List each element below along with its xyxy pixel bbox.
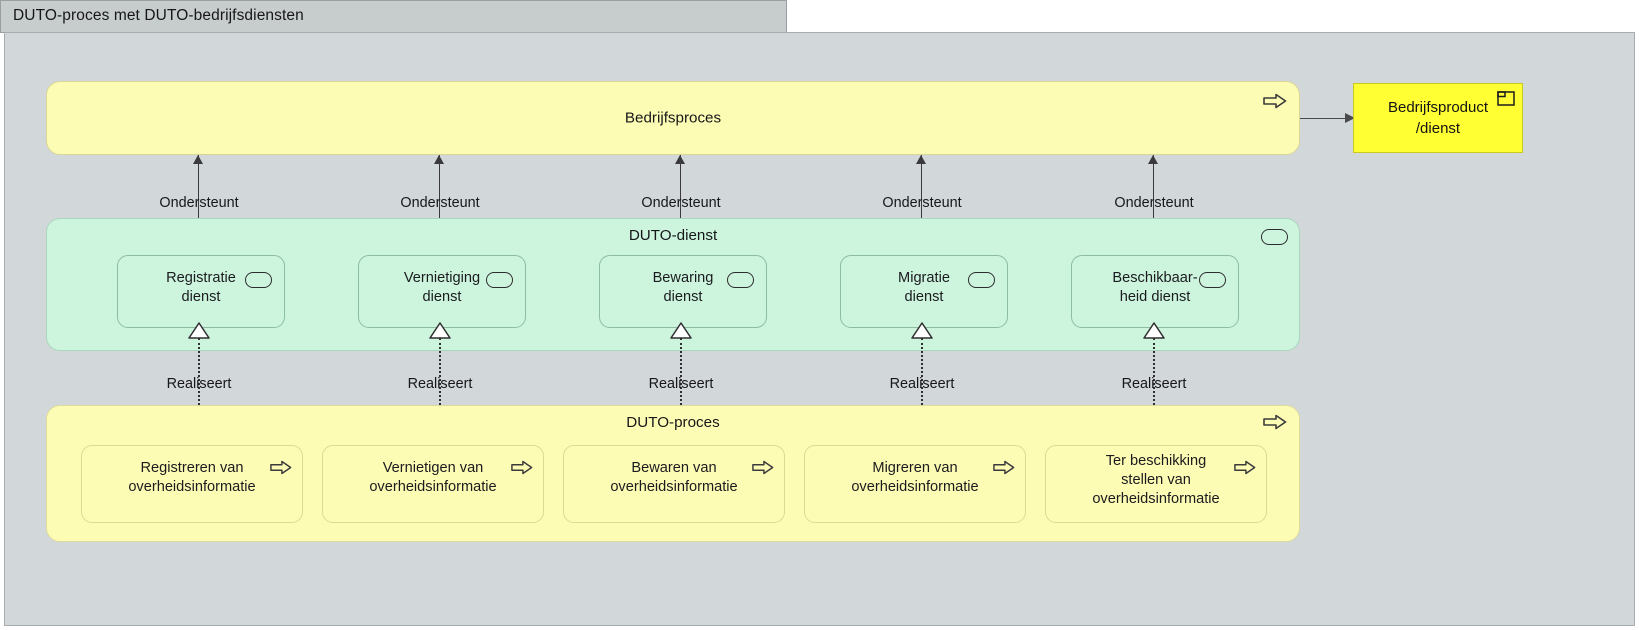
bedrijfsproces-element[interactable]: Bedrijfsproces — [46, 81, 1300, 155]
duto-dienst-group[interactable]: DUTO-dienst Registratie dienst Vernietig… — [46, 218, 1300, 351]
duto-proces-group[interactable]: DUTO-proces Registreren van overheidsinf… — [46, 405, 1300, 542]
realiseert-label-3: Realiseert — [648, 376, 714, 392]
ondersteunt-line-5 — [1153, 155, 1154, 268]
ondersteunt-line-4 — [921, 155, 922, 268]
realiseert-line-5 — [1153, 338, 1155, 405]
process-bewaren-van-overheidsinformatie[interactable]: Bewaren van overheidsinformatie — [563, 445, 785, 523]
ondersteunt-arrowhead-1 — [193, 155, 203, 164]
service-registratie-dienst[interactable]: Registratie dienst — [117, 255, 285, 328]
process-registreren-van-overheidsinformatie[interactable]: Registreren van overheidsinformatie — [81, 445, 303, 523]
ondersteunt-arrowhead-2 — [434, 155, 444, 164]
service-label: Vernietiging dienst — [403, 270, 481, 305]
process-ter-beschikking-stellen-van-overheidsinformatie[interactable]: Ter beschikking stellen van overheidsinf… — [1045, 445, 1267, 523]
process-arrow-icon — [1263, 93, 1287, 109]
bedrijfsproduct-label: Bedrijfsproduct /dienst — [1387, 99, 1489, 137]
service-vernietiging-dienst[interactable]: Vernietiging dienst — [358, 255, 526, 328]
service-pill-icon — [968, 272, 995, 288]
service-label: Migratie dienst — [898, 270, 950, 305]
realiseert-label-4: Realiseert — [889, 376, 955, 392]
process-label: Bewaren van overheidsinformatie — [610, 460, 738, 495]
product-icon — [1497, 91, 1515, 106]
ondersteunt-line-3 — [680, 155, 681, 268]
service-migratie-dienst[interactable]: Migratie dienst — [840, 255, 1008, 328]
ondersteunt-line-2 — [439, 155, 440, 268]
service-label: Registratie dienst — [166, 270, 236, 305]
process-label: Vernietigen van overheidsinformatie — [369, 460, 497, 495]
ondersteunt-label-5: Ondersteunt — [1114, 195, 1194, 211]
process-vernietigen-van-overheidsinformatie[interactable]: Vernietigen van overheidsinformatie — [322, 445, 544, 523]
realiseert-line-1 — [198, 338, 200, 405]
ondersteunt-label-3: Ondersteunt — [641, 195, 721, 211]
bedrijfsproces-label: Bedrijfsproces — [624, 109, 722, 127]
process-label: Ter beschikking stellen van overheidsinf… — [1092, 453, 1220, 507]
bedrijfsproduct-element[interactable]: Bedrijfsproduct /dienst — [1353, 83, 1523, 153]
process-arrow-icon — [1263, 414, 1287, 430]
process-arrow-icon — [270, 460, 292, 475]
process-arrow-icon — [1234, 460, 1256, 475]
duto-dienst-group-label: DUTO-dienst — [628, 227, 718, 244]
serving-connector-arrowhead — [1345, 113, 1355, 123]
process-arrow-icon — [511, 460, 533, 475]
process-migreren-van-overheidsinformatie[interactable]: Migreren van overheidsinformatie — [804, 445, 1026, 523]
service-bewaring-dienst[interactable]: Bewaring dienst — [599, 255, 767, 328]
realiseert-line-2 — [439, 338, 441, 405]
service-label: Beschikbaar- heid dienst — [1112, 270, 1198, 305]
realiseert-label-2: Realiseert — [407, 376, 473, 392]
ondersteunt-label-1: Ondersteunt — [159, 195, 239, 211]
ondersteunt-line-1 — [198, 155, 199, 268]
service-pill-icon — [1199, 272, 1226, 288]
ondersteunt-label-2: Ondersteunt — [400, 195, 480, 211]
process-label: Migreren van overheidsinformatie — [851, 460, 979, 495]
service-beschikbaarheid-dienst[interactable]: Beschikbaar- heid dienst — [1071, 255, 1239, 328]
window-title: DUTO-proces met DUTO-bedrijfsdiensten — [13, 7, 304, 24]
realiseert-line-3 — [680, 338, 682, 405]
service-pill-icon — [1261, 229, 1288, 245]
realiseert-label-5: Realiseert — [1121, 376, 1187, 392]
serving-connector-line — [1300, 118, 1352, 119]
ondersteunt-arrowhead-4 — [916, 155, 926, 164]
ondersteunt-arrowhead-3 — [675, 155, 685, 164]
service-pill-icon — [727, 272, 754, 288]
process-label: Registreren van overheidsinformatie — [128, 460, 256, 495]
ondersteunt-arrowhead-5 — [1148, 155, 1158, 164]
service-label: Bewaring dienst — [652, 270, 714, 305]
realiseert-line-4 — [921, 338, 923, 405]
ondersteunt-label-4: Ondersteunt — [882, 195, 962, 211]
duto-proces-group-label: DUTO-proces — [626, 414, 720, 431]
service-pill-icon — [486, 272, 513, 288]
process-arrow-icon — [752, 460, 774, 475]
window-titlebar: DUTO-proces met DUTO-bedrijfsdiensten — [0, 0, 787, 33]
realiseert-label-1: Realiseert — [166, 376, 232, 392]
service-pill-icon — [245, 272, 272, 288]
process-arrow-icon — [993, 460, 1015, 475]
diagram-canvas: Bedrijfsproces Bedrijfsproduct /dienst — [4, 32, 1635, 626]
